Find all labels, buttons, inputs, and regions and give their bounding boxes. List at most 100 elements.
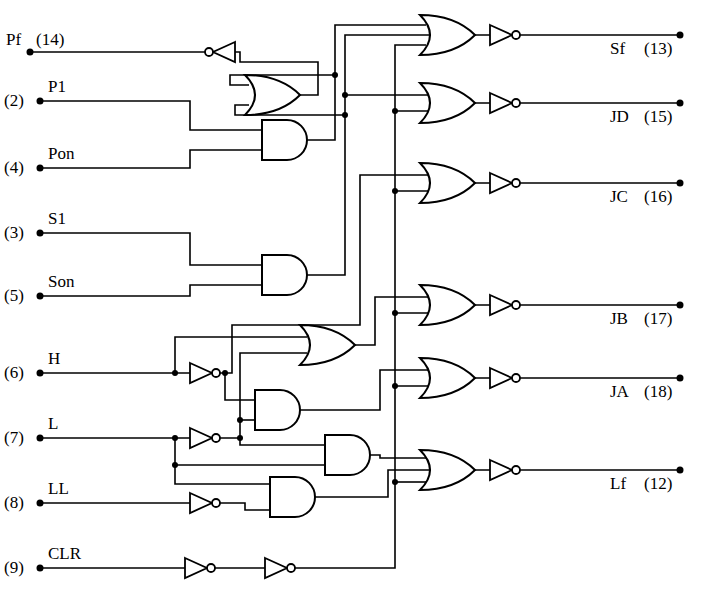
or-gate xyxy=(420,450,475,490)
not-gate xyxy=(185,558,215,578)
or-gate xyxy=(420,15,475,55)
wire xyxy=(40,567,185,569)
signal-name: CLR xyxy=(48,544,81,564)
or-gate xyxy=(420,285,475,325)
not-gate xyxy=(265,558,295,578)
pin-number: (3) xyxy=(4,223,24,243)
junction-dot xyxy=(392,383,398,389)
or-gate xyxy=(300,325,355,365)
pin-number: (5) xyxy=(4,286,24,306)
wire xyxy=(240,438,325,445)
wire xyxy=(307,35,430,275)
terminal-dot xyxy=(37,500,44,507)
pin-number: (4) xyxy=(4,158,24,178)
signal-name: P1 xyxy=(48,77,66,97)
junction-dot xyxy=(392,479,398,485)
junction-dot xyxy=(172,435,178,441)
wire xyxy=(395,190,428,192)
junction-dot xyxy=(342,92,348,98)
wire xyxy=(307,25,426,140)
junction-dot xyxy=(172,462,178,468)
terminal-dot xyxy=(37,165,44,172)
junction-dot xyxy=(237,417,243,423)
wire xyxy=(300,370,428,410)
pin-number: (7) xyxy=(4,428,24,448)
wire xyxy=(395,385,428,387)
terminal-dot xyxy=(37,435,44,442)
junction-dot xyxy=(392,108,398,114)
terminal-dot xyxy=(677,467,684,474)
terminal-dot xyxy=(37,230,44,237)
junction-dot xyxy=(237,435,243,441)
wire xyxy=(225,373,255,400)
terminal-dot xyxy=(677,32,684,39)
not-gate xyxy=(190,493,220,513)
wire xyxy=(215,567,265,569)
and-gate xyxy=(255,390,300,430)
pin-number: (12) xyxy=(644,474,672,494)
wire xyxy=(355,297,428,345)
pin-number: (13) xyxy=(644,39,672,59)
pin-number: (17) xyxy=(644,309,672,329)
signal-name: JC xyxy=(610,187,628,207)
wires xyxy=(30,25,680,568)
terminal-dot xyxy=(27,49,34,56)
not-gate xyxy=(190,363,220,383)
wire xyxy=(40,233,262,265)
signal-name: Pf xyxy=(6,30,21,50)
terminal-dot xyxy=(37,565,44,572)
junction-dot xyxy=(332,72,338,78)
not-gate xyxy=(490,173,520,193)
signal-name: JA xyxy=(610,382,629,402)
junction-dot xyxy=(392,310,398,316)
terminal-dot xyxy=(677,180,684,187)
signal-name: S1 xyxy=(48,209,66,229)
junction-dot xyxy=(172,370,178,376)
terminal-dot xyxy=(37,98,44,105)
gates xyxy=(185,15,520,578)
not-gate xyxy=(490,460,520,480)
wire xyxy=(345,94,428,96)
or-gate xyxy=(420,83,475,123)
and-gate xyxy=(325,435,370,475)
signal-name: Sf xyxy=(610,39,625,59)
signal-name: Lf xyxy=(610,474,626,494)
not-gate xyxy=(205,42,235,62)
wire xyxy=(395,481,426,483)
not-gate xyxy=(490,295,520,315)
pin-number: (9) xyxy=(4,558,24,578)
and-gate xyxy=(262,255,307,295)
junctions xyxy=(172,72,398,485)
or-gate xyxy=(245,75,300,115)
terminal-dot xyxy=(677,375,684,382)
signal-name: H xyxy=(48,349,60,369)
wire xyxy=(40,437,190,439)
terminal-dot xyxy=(677,302,684,309)
and-gate xyxy=(262,120,307,160)
or-gate xyxy=(420,358,475,398)
not-gate xyxy=(490,93,520,113)
signal-name: Son xyxy=(48,272,74,292)
terminal-dot xyxy=(677,100,684,107)
wire xyxy=(220,353,307,438)
not-gate xyxy=(490,25,520,45)
wire xyxy=(220,503,270,510)
pin-number: (16) xyxy=(644,187,672,207)
pin-number: (6) xyxy=(4,363,24,383)
terminal-dot xyxy=(37,293,44,300)
or-gate xyxy=(420,163,475,203)
wire xyxy=(175,464,325,466)
wire xyxy=(395,312,428,314)
wire xyxy=(40,101,262,130)
terminals xyxy=(27,32,684,572)
pin-number: (2) xyxy=(4,91,24,111)
wire xyxy=(40,372,190,374)
junction-dot xyxy=(342,112,348,118)
signal-name: L xyxy=(48,414,58,434)
terminal-dot xyxy=(37,370,44,377)
wire xyxy=(220,175,428,373)
wire xyxy=(370,455,426,458)
pin-number: (8) xyxy=(4,493,24,513)
